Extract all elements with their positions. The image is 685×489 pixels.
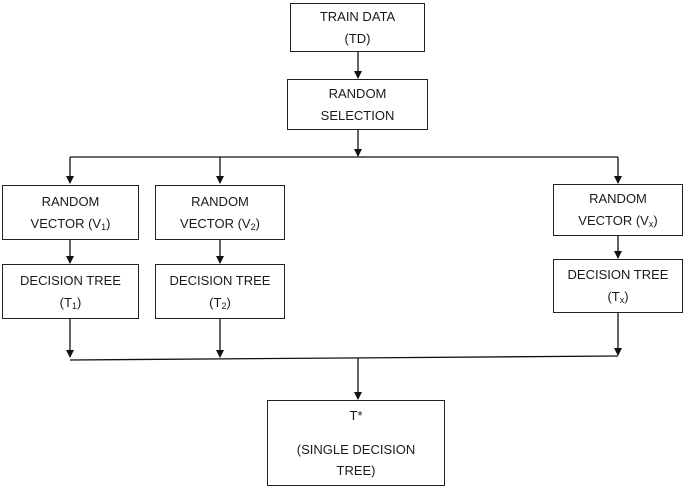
tree-1-line2: (T1) xyxy=(59,294,82,311)
vector-1-line2: VECTOR (V1) xyxy=(30,215,111,232)
vector-2-line2: VECTOR (V2) xyxy=(180,215,260,232)
random-vector-1-box: RANDOM VECTOR (V1) xyxy=(2,185,139,240)
train-data-title: TRAIN DATA xyxy=(319,8,396,24)
random-selection-box: RANDOM SELECTION xyxy=(287,79,428,130)
vector-1-line1: RANDOM xyxy=(41,193,100,209)
final-line3: TREE) xyxy=(336,463,376,478)
single-decision-tree-box: T* (SINGLE DECISION TREE) xyxy=(267,400,445,486)
tree-x-line1: DECISION TREE xyxy=(567,267,669,282)
final-line2: (SINGLE DECISION xyxy=(296,442,416,457)
random-vector-2-box: RANDOM VECTOR (V2) xyxy=(155,185,285,240)
random-vector-x-box: RANDOM VECTOR (Vx) xyxy=(553,184,683,236)
train-data-abbrev: (TD) xyxy=(344,30,371,46)
train-data-box: TRAIN DATA (TD) xyxy=(290,3,425,52)
tree-x-line2: (Tx) xyxy=(607,289,629,305)
random-selection-line1: RANDOM xyxy=(328,85,387,101)
vector-2-line1: RANDOM xyxy=(191,193,249,209)
vector-x-line1: RANDOM xyxy=(589,191,647,206)
tree-2-line1: DECISION TREE xyxy=(169,272,271,288)
tree-1-line1: DECISION TREE xyxy=(20,272,121,288)
vector-x-line2: VECTOR (Vx) xyxy=(578,213,658,229)
final-title: T* xyxy=(349,408,363,423)
decision-tree-x-box: DECISION TREE (Tx) xyxy=(553,259,683,313)
random-selection-line2: SELECTION xyxy=(320,107,395,123)
decision-tree-2-box: DECISION TREE (T2) xyxy=(155,264,285,319)
decision-tree-1-box: DECISION TREE (T1) xyxy=(2,264,139,319)
tree-2-line2: (T2) xyxy=(209,294,231,311)
merge-bus xyxy=(69,355,619,361)
